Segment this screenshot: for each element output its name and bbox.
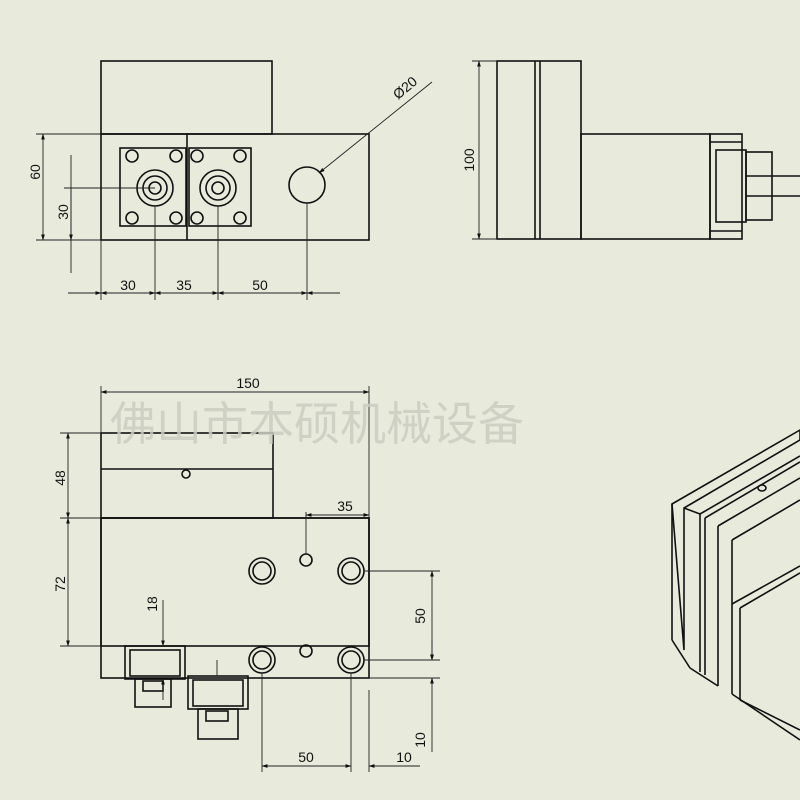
dim-label-30-horizontal: 30: [120, 277, 136, 293]
top-view-upper-block: [100, 60, 273, 135]
dim-front-18: 18: [144, 596, 165, 700]
front-view-main-body: [100, 517, 370, 679]
isometric-view: [671, 429, 800, 741]
dim-label-48: 48: [52, 470, 68, 486]
dim-label-50-vertical: 50: [412, 608, 428, 624]
dim-front-150: 150: [100, 375, 370, 518]
dim-label-10-horizontal: 10: [396, 749, 412, 765]
dim-front-35: 35: [305, 498, 370, 554]
dim-top-60: 60: [27, 133, 101, 241]
side-view-body: [580, 133, 711, 240]
side-view-block: [496, 60, 582, 240]
front-port-right: [187, 660, 249, 740]
dim-label-72: 72: [52, 576, 68, 592]
dim-side-100: 100: [461, 60, 497, 240]
dim-front-right: 50 10: [364, 570, 440, 752]
dim-label-50: 50: [252, 277, 268, 293]
front-hole-tl: [248, 557, 276, 585]
top-view-port-right: [188, 147, 252, 227]
top-view: 60 30 30 35 50 Ø20: [27, 60, 433, 300]
dim-diameter: Ø20: [318, 73, 433, 174]
dim-label-30-vertical: 30: [55, 204, 71, 220]
side-view: 100: [461, 60, 800, 240]
dim-label-100: 100: [461, 148, 477, 172]
top-view-port-left: [119, 147, 187, 227]
front-view: 150 48 72 35 18: [52, 375, 440, 772]
dim-label-35-front: 35: [337, 498, 353, 514]
dim-front-bottom: 50 10: [261, 673, 420, 772]
dim-label-50-horizontal: 50: [298, 749, 314, 765]
side-view-flange: [709, 133, 743, 240]
front-port-left: [124, 645, 186, 708]
dim-label-10-vertical: 10: [412, 732, 428, 748]
dim-label-dia20: Ø20: [390, 73, 421, 102]
top-view-main-body: [100, 133, 370, 241]
dim-label-60: 60: [27, 164, 43, 180]
dim-top-horizontal: 30 35 50: [68, 203, 340, 300]
dim-label-18: 18: [144, 596, 160, 612]
dim-label-35: 35: [176, 277, 192, 293]
dim-front-vertical: 48 72: [52, 432, 101, 647]
dim-top-30: 30: [55, 155, 155, 273]
side-view-connector: [745, 151, 773, 221]
watermark-text: 佛山市本硕机械设备: [110, 397, 524, 451]
dim-label-150: 150: [236, 375, 260, 391]
